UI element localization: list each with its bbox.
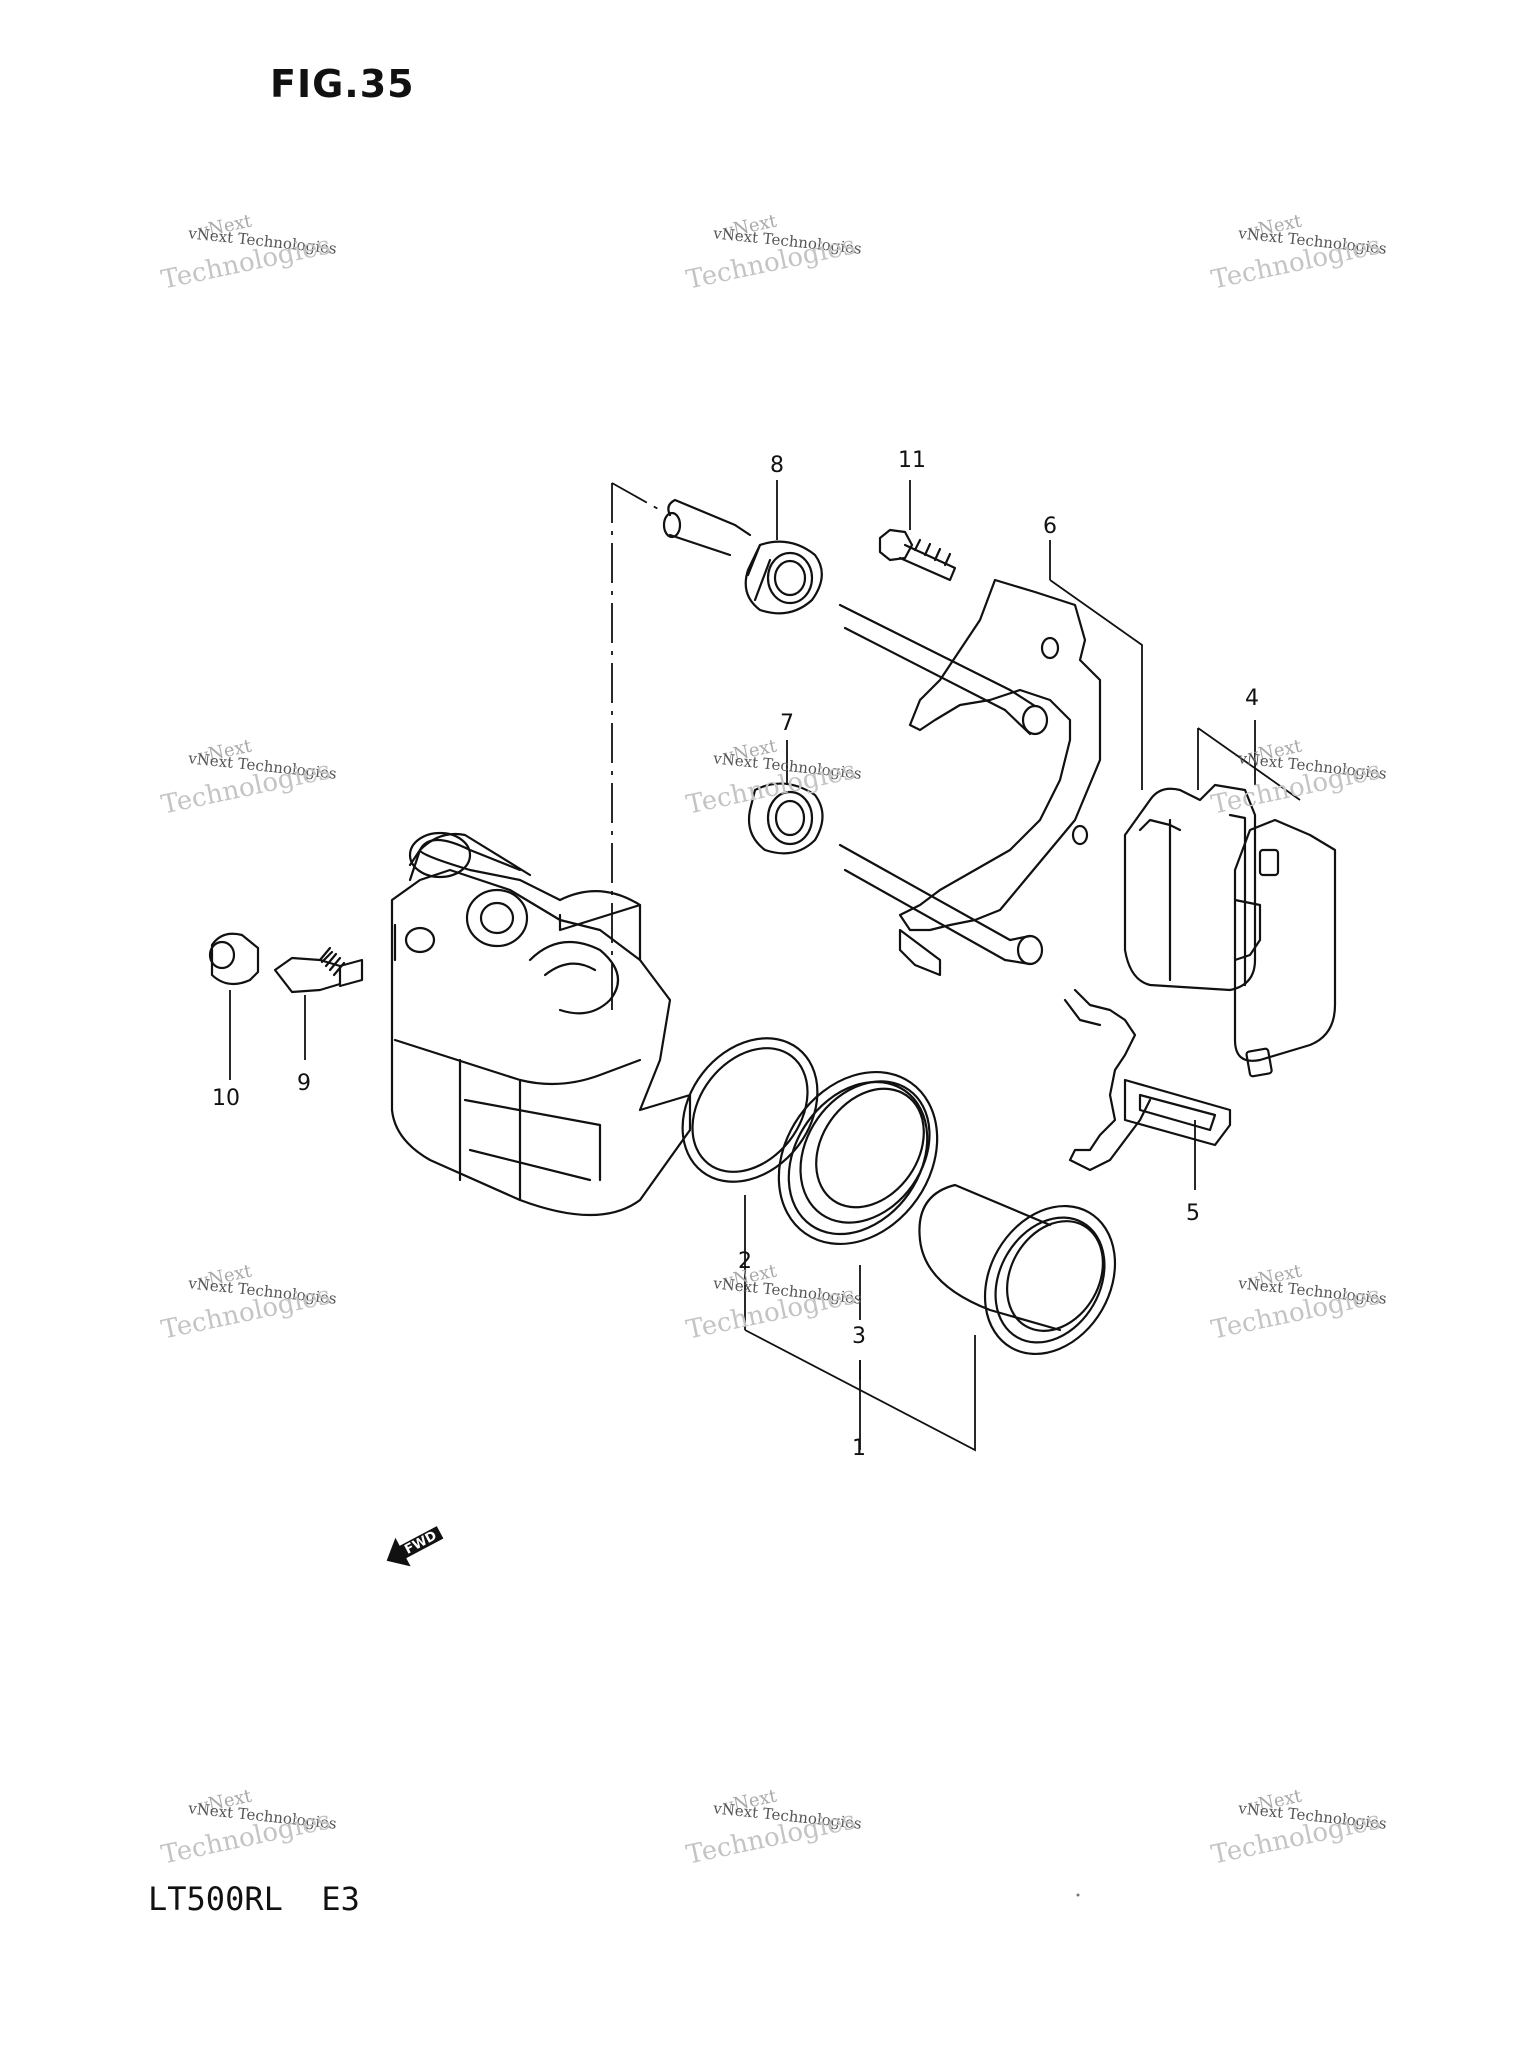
bleeder-screw bbox=[273, 946, 364, 994]
callout-10: 10 bbox=[212, 1086, 240, 1111]
piston bbox=[918, 1183, 1117, 1356]
callout-2: 2 bbox=[738, 1249, 752, 1274]
dust-boot bbox=[777, 1070, 939, 1246]
fwd-arrow-icon: FWD bbox=[386, 1526, 444, 1567]
callout-4: 4 bbox=[1245, 686, 1259, 711]
model-label: LT500RL E3 bbox=[148, 1880, 360, 1918]
callout-6: 6 bbox=[1043, 514, 1057, 539]
brake-pads bbox=[1123, 783, 1337, 1078]
callout-3: 3 bbox=[852, 1324, 866, 1349]
caliper-body bbox=[390, 831, 692, 1217]
mounting-bolt bbox=[878, 528, 957, 582]
figure-title: FIG.35 bbox=[270, 62, 415, 106]
fwd-label: FWD bbox=[402, 1528, 439, 1557]
callout-8: 8 bbox=[770, 453, 784, 478]
callout-5: 5 bbox=[1186, 1201, 1200, 1226]
lower-boot bbox=[747, 782, 824, 855]
callout-1: 1 bbox=[852, 1436, 866, 1461]
upper-pin-and-boot bbox=[662, 498, 823, 615]
caliper-bracket bbox=[838, 578, 1102, 977]
piston-seal bbox=[681, 1037, 819, 1183]
callout-11: 11 bbox=[898, 448, 926, 473]
callout-9: 9 bbox=[297, 1071, 311, 1096]
pad-spring bbox=[1063, 988, 1232, 1172]
callout-7: 7 bbox=[780, 711, 794, 736]
bleeder-cap bbox=[208, 932, 260, 986]
